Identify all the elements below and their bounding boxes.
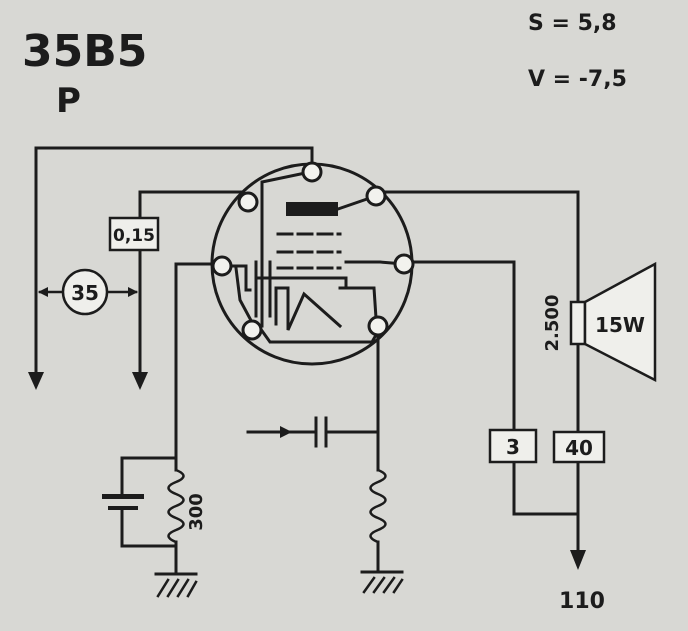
box-40 bbox=[552, 430, 606, 464]
filament-current-box bbox=[108, 216, 160, 252]
pin-lower-right bbox=[367, 315, 389, 337]
pin-left bbox=[211, 255, 233, 277]
grid-circuit bbox=[246, 333, 404, 594]
pin-upper-left bbox=[237, 191, 259, 213]
cathode-circuit bbox=[102, 262, 215, 598]
filament-voltage-label: 35 bbox=[71, 281, 99, 305]
speaker-power-label: 15W bbox=[595, 313, 645, 337]
supply-voltage-label: 110 bbox=[559, 589, 605, 614]
speaker-icon bbox=[569, 261, 657, 383]
pin-right bbox=[393, 253, 415, 275]
pin-upper-right bbox=[365, 185, 387, 207]
tube-type-title: 35B5 bbox=[22, 26, 147, 77]
box-3 bbox=[488, 428, 538, 464]
filament-current-label: 0,15 bbox=[113, 226, 155, 246]
grid-bias-value: V = -7,5 bbox=[528, 67, 627, 92]
tube-electrodes bbox=[222, 170, 406, 344]
transconductance-value: S = 5,8 bbox=[528, 11, 617, 36]
cathode-resistor-label: 300 bbox=[186, 493, 207, 531]
heater-line-left bbox=[28, 146, 314, 390]
box-3-label: 3 bbox=[506, 435, 520, 459]
pin-top bbox=[301, 161, 323, 183]
tube-category: P bbox=[56, 81, 81, 121]
screen-grid-circuit bbox=[411, 260, 580, 516]
transformer-ratio-label: 2.500 bbox=[542, 295, 563, 352]
box-40-label: 40 bbox=[565, 436, 593, 460]
filament-voltage-dimension bbox=[38, 268, 138, 316]
pin-lower-left bbox=[241, 319, 263, 341]
plate-circuit bbox=[383, 190, 586, 570]
